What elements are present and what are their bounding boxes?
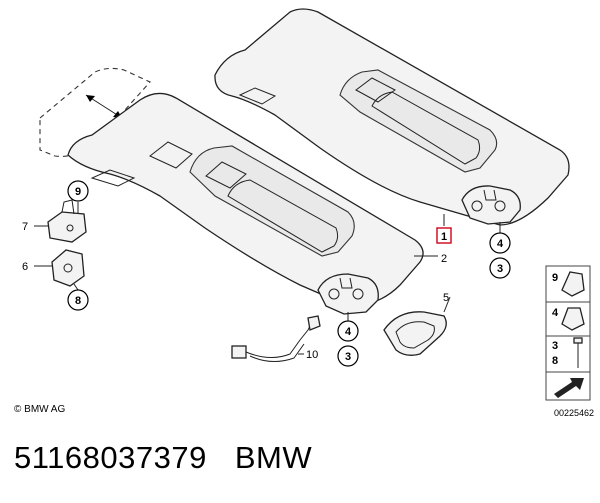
part-caption: 51168037379 BMW — [14, 440, 340, 476]
callout-3-front: 3 — [345, 351, 351, 363]
legend-arrow-icon — [554, 378, 584, 398]
copyright-text: © BMW AG — [14, 404, 66, 415]
callout-9: 9 — [75, 186, 81, 198]
callout-3-rear: 3 — [497, 263, 503, 275]
callout-8: 8 — [75, 295, 81, 307]
legend-8: 8 — [552, 355, 558, 367]
parts-diagram: 1 2 5 7 6 10 9 8 4 3 4 3 9 4 3 8 — [22, 8, 591, 401]
seal-part-5 — [383, 311, 447, 356]
bracket-part-6 — [51, 249, 85, 287]
sun-visor-front — [67, 92, 424, 315]
legend-3: 3 — [552, 340, 558, 352]
legend-panel: 9 4 3 8 — [545, 265, 591, 401]
callout-5: 5 — [443, 292, 449, 304]
callout-7: 7 — [22, 221, 28, 233]
callout-2: 2 — [441, 253, 447, 265]
brand-name: BMW — [234, 440, 313, 475]
legend-4: 4 — [552, 307, 559, 319]
callout-1: 1 — [441, 231, 447, 243]
leader-lines — [34, 202, 501, 355]
callout-4-front: 4 — [345, 326, 352, 338]
seal-part-5-inner — [395, 321, 435, 349]
bracket-part-7 — [47, 199, 87, 243]
dimension-arrow-head-1 — [86, 95, 95, 102]
callout-1-box — [436, 227, 452, 244]
cable-part-10 — [231, 315, 321, 362]
sun-visor-rear — [214, 8, 570, 226]
legend-9: 9 — [552, 272, 558, 284]
part-number: 51168037379 — [14, 440, 207, 475]
callout-10: 10 — [306, 349, 318, 361]
callout-6: 6 — [22, 261, 28, 273]
diagram-reference-number: 00225462 — [554, 408, 595, 418]
callout-4-rear: 4 — [497, 238, 504, 250]
